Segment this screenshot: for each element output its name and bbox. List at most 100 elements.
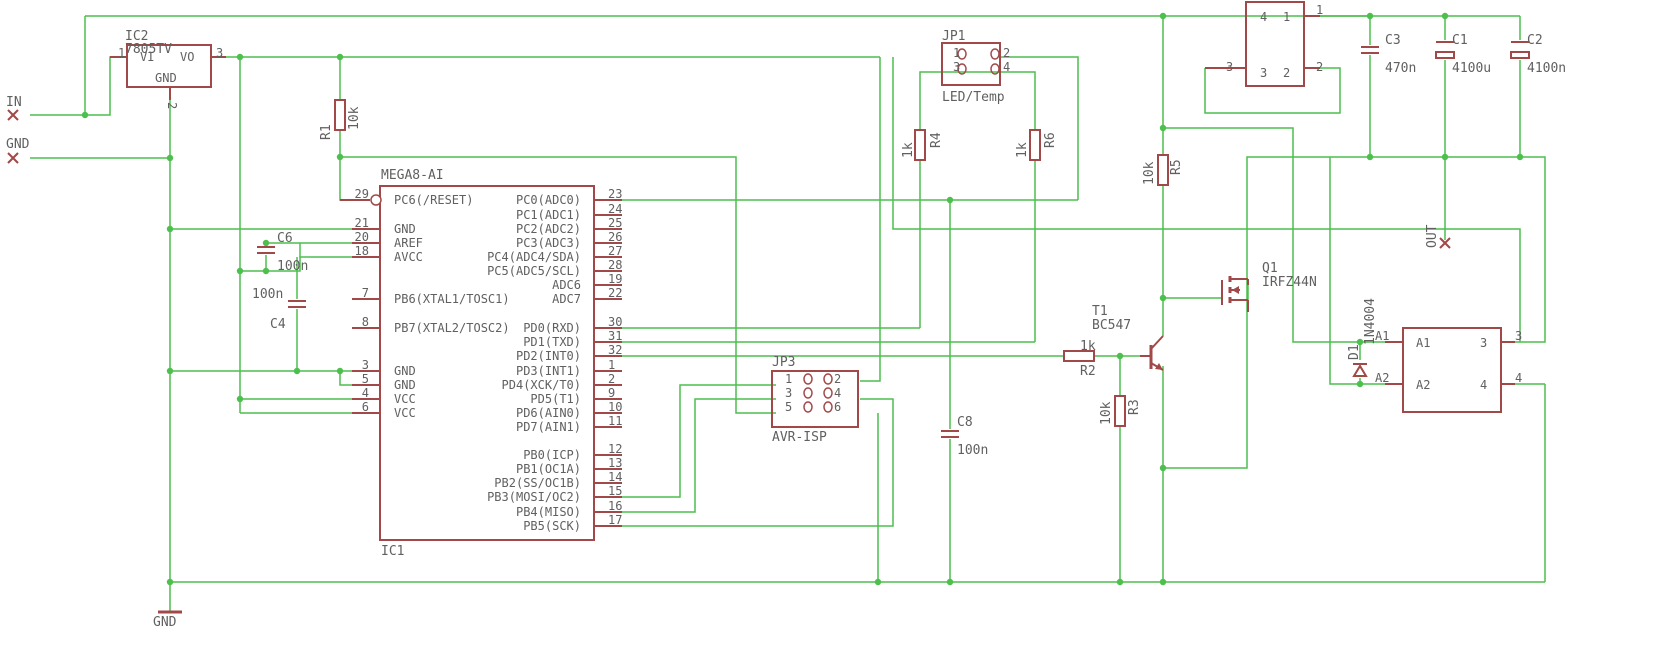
- r1-ref: R1: [319, 124, 334, 140]
- mcu-right-pin-name: PB3(MOSI/OC2): [487, 490, 581, 504]
- out-terminal-cross: [1439, 237, 1451, 249]
- mcu-right-pin-number: 1: [608, 358, 615, 372]
- jp3-pin-pad: [803, 387, 813, 399]
- mcu-left-pin-name: VCC: [394, 392, 416, 406]
- r5-value: 10k: [1142, 161, 1157, 185]
- jp3-value: AVR-ISP: [772, 430, 827, 445]
- junction-dot: [166, 578, 174, 586]
- mcu-right-pin-number: 28: [608, 258, 622, 272]
- mcu-right-pin-name: PC2(ADC2): [516, 222, 581, 236]
- mcu-right-pin-name: PC1(ADC1): [516, 208, 581, 222]
- c3-value: 470n: [1385, 61, 1416, 76]
- wire: [1204, 67, 1341, 114]
- mcu-left-pin-number: 7: [362, 286, 369, 300]
- transistor-t1: [1150, 335, 1164, 350]
- mcu-right-pin-name: PD5(T1): [530, 392, 581, 406]
- c1-ref: C1: [1452, 33, 1468, 48]
- bridge-top-pin-number: 1: [1283, 10, 1290, 24]
- bridge-right-body: [1402, 327, 1502, 413]
- junction-dot: [236, 267, 244, 275]
- r2-ref: R2: [1080, 364, 1096, 379]
- jp1-pin-pad: [990, 48, 1000, 60]
- jp1-value: LED/Temp: [942, 90, 1005, 105]
- q1-value: IRFZ44N: [1262, 275, 1317, 290]
- mcu-right-pin-number: 10: [608, 400, 622, 414]
- mcu-right-pin-number: 14: [608, 470, 622, 484]
- wire: [1163, 127, 1400, 343]
- mcu-right-pin-number: 25: [608, 216, 622, 230]
- r4-value: 1k: [901, 142, 916, 158]
- mcu-left-pin-number: 3: [362, 358, 369, 372]
- mcu-right-pin-number: 23: [608, 187, 622, 201]
- junction-dot: [262, 267, 270, 275]
- wire: [339, 371, 380, 386]
- mcu-right-pin-number: 2: [608, 372, 615, 386]
- junction-dot: [293, 367, 301, 375]
- wire: [1329, 157, 1400, 385]
- bridge-top-pin-number: 3: [1260, 66, 1267, 80]
- mcu-right-pin-name: PD6(AIN0): [516, 406, 581, 420]
- junction-dot: [236, 395, 244, 403]
- mcu-right-pin-number: 15: [608, 484, 622, 498]
- mcu-left-pin-name: PB7(XTAL2/TOSC2): [394, 321, 510, 335]
- wire: [892, 57, 1521, 342]
- wire: [610, 398, 894, 527]
- mcu-name: MEGA8-AI: [381, 168, 444, 183]
- mcu-right-pin-number: 19: [608, 272, 622, 286]
- bridge-right-pin-out: A1: [1375, 329, 1389, 343]
- mcu-right-pin-name: PC0(ADC0): [516, 193, 581, 207]
- r2-body: [1063, 350, 1095, 362]
- regulator-pin-vi-label: VI: [140, 50, 154, 64]
- junction-dot: [1356, 338, 1364, 346]
- mcu-left-pin-number: 29: [355, 187, 369, 201]
- junction-dot: [874, 578, 882, 586]
- c4-value: 100n: [252, 287, 283, 302]
- regulator-value: 7805TV: [125, 42, 172, 57]
- junction-dot: [1159, 12, 1167, 20]
- c6-ref: C6: [277, 231, 293, 246]
- mcu-right-pin-name: PD2(INT0): [516, 349, 581, 363]
- jp3-pin-number: 1: [785, 372, 792, 386]
- mcu-left-pin-name: PB6(XTAL1/TOSC1): [394, 292, 510, 306]
- wire: [860, 57, 881, 382]
- junction-dot: [1159, 578, 1167, 586]
- bridge-top-pin-out: 3: [1226, 60, 1233, 74]
- in-terminal-cross: [7, 109, 19, 121]
- r3-ref: R3: [1127, 399, 1142, 415]
- jp1-pin-number: 3: [953, 60, 960, 74]
- bridge-right-pin-out: A2: [1375, 371, 1389, 385]
- c8-value: 100n: [957, 443, 988, 458]
- junction-dot: [1356, 380, 1364, 388]
- mcu-right-pin-name: PD7(AIN1): [516, 420, 581, 434]
- jp3-pin-pad: [803, 373, 813, 385]
- mcu-right-pin-number: 16: [608, 499, 622, 513]
- jp1-ref: JP1: [942, 29, 965, 44]
- jp1-pin-pad: [957, 63, 967, 75]
- mcu-left-pin-number: 6: [362, 400, 369, 414]
- mcu-right-pin-name: PD0(RXD): [523, 321, 581, 335]
- bridge-top-pin-out: 1: [1316, 3, 1323, 17]
- junction-dot: [1441, 153, 1449, 161]
- mcu-left-pin-number: 20: [355, 230, 369, 244]
- wire: [919, 71, 1000, 130]
- mcu-left-pin-number: 18: [355, 244, 369, 258]
- jp3-pin-number: 5: [785, 400, 792, 414]
- c3-ref: C3: [1385, 33, 1401, 48]
- c6-value: 100n: [277, 259, 308, 274]
- mosfet-q1-arrow: [1232, 286, 1239, 294]
- wire: [85, 56, 125, 116]
- bridge-top-pin-number: 2: [1283, 66, 1290, 80]
- ground-symbol-label: GND: [153, 615, 177, 630]
- mcu-right-pin-name: ADC6: [552, 278, 581, 292]
- components: [7, 1, 1530, 614]
- bridge-right-pin-out: 3: [1515, 329, 1522, 343]
- junction-dot: [1441, 12, 1449, 20]
- mcu-right-pin-number: 9: [608, 386, 615, 400]
- r4-ref: R4: [929, 132, 944, 148]
- mcu-right-pin-name: PD4(XCK/T0): [502, 378, 581, 392]
- jp3-pin-pad: [823, 401, 833, 413]
- mcu-right-pin-name: ADC7: [552, 292, 581, 306]
- bridge-right-pin-out: 4: [1515, 371, 1522, 385]
